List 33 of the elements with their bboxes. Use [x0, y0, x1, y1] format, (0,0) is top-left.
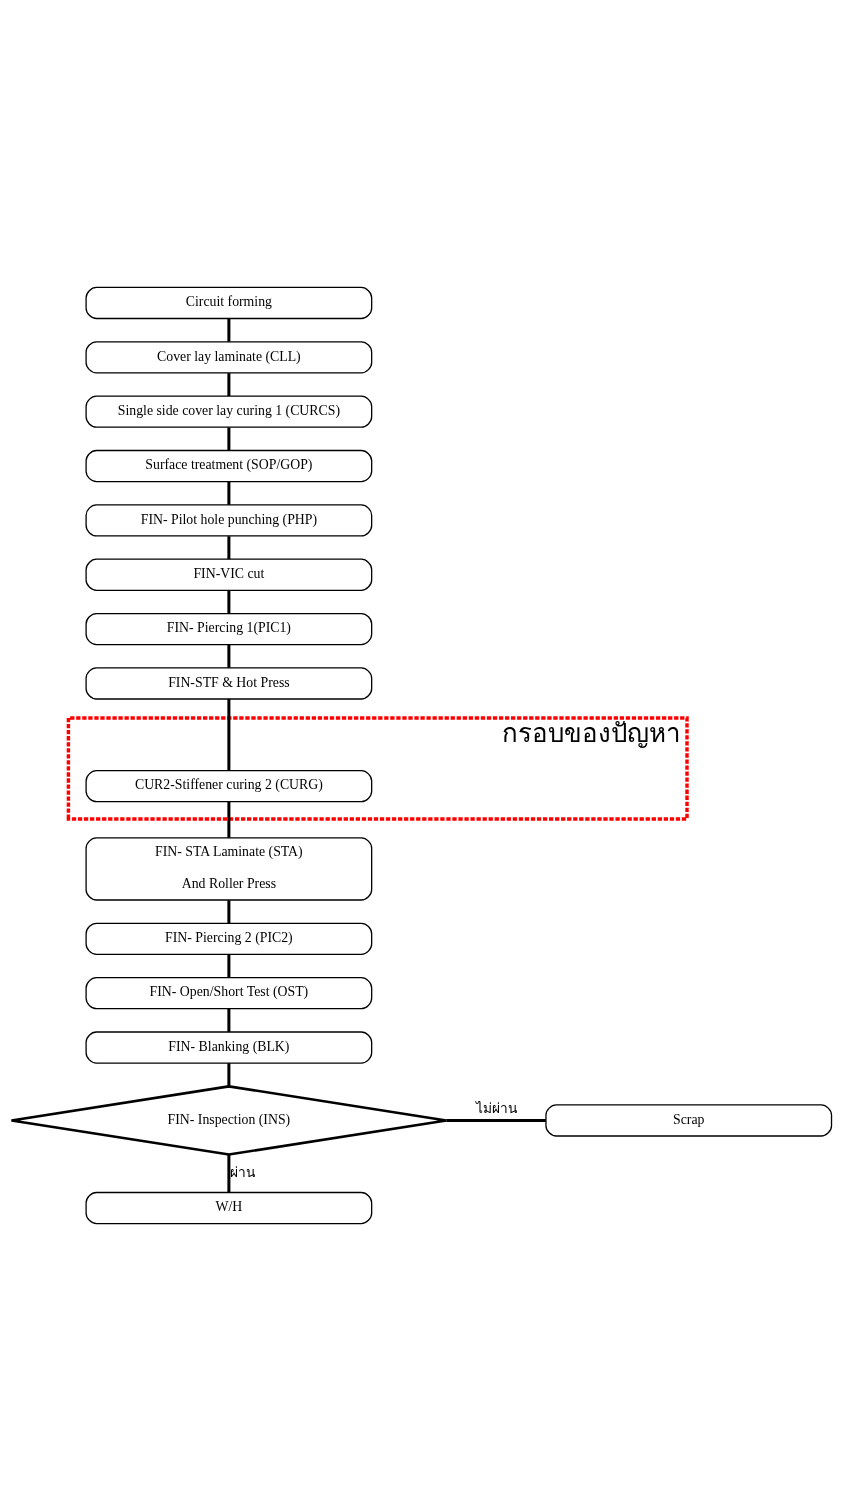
connector [227, 954, 231, 978]
node-box: CUR2-Stiffener curing 2 (CURG) [85, 769, 373, 803]
edge-label: ผ่าน [229, 1164, 255, 1180]
connector [227, 699, 231, 771]
edge-label: ไม่ผ่าน [475, 1101, 517, 1117]
node-box: FIN-STF & Hot Press [85, 667, 373, 700]
node-box: FIN- Open/Short Test (OST) [85, 977, 373, 1010]
connector [227, 481, 231, 505]
node-box: Cover lay laminate (CLL) [85, 341, 373, 374]
connector [227, 427, 231, 451]
connector [227, 318, 231, 342]
connector [227, 373, 231, 397]
connector [227, 1063, 231, 1087]
connector [227, 801, 231, 838]
connector [227, 644, 231, 668]
node-box: Scrap [545, 1104, 833, 1137]
connector [227, 536, 231, 560]
connector [227, 900, 231, 924]
node-box: FIN- Blanking (BLK) [85, 1031, 373, 1064]
node-box: FIN- STA Laminate (STA) And Roller Press [85, 837, 373, 901]
connector [446, 1118, 546, 1122]
node-box: W/H [85, 1191, 373, 1225]
node-box: FIN-VIC cut [85, 558, 373, 591]
connector [227, 1009, 231, 1032]
node-box: FIN- Pilot hole punching (PHP) [85, 504, 373, 537]
node-box: Circuit forming [85, 286, 373, 320]
node-box: FIN- Piercing 1(PIC1) [85, 612, 373, 646]
node-box: Surface treatment (SOP/GOP) [85, 449, 373, 483]
node-diamond: FIN- Inspection (INS) [10, 1085, 448, 1156]
node-box: Single side cover lay curing 1 (CURCS) [85, 395, 373, 428]
connector [227, 1154, 231, 1193]
node-box: FIN- Piercing 2 (PIC2) [85, 922, 373, 955]
connector [227, 590, 231, 614]
